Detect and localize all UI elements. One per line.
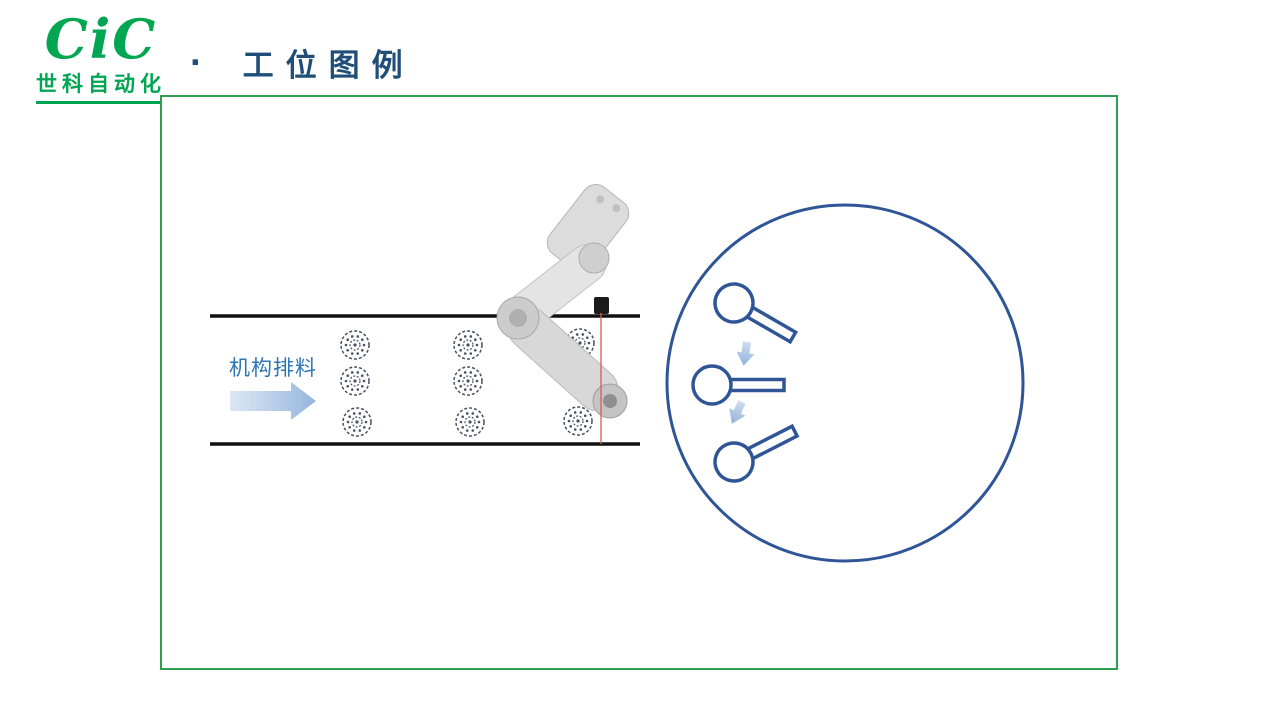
sensor-block-icon [594, 297, 609, 314]
key-part-icon [713, 423, 800, 483]
feed-label: 机构排料 [229, 357, 317, 380]
slide-header: · 工位图例 [190, 40, 415, 85]
logo-subtitle-text: 世科自动化 [36, 68, 166, 104]
logo-brand-text: CiC [44, 7, 158, 71]
workstation-diagram [210, 184, 1025, 563]
diagram-frame: 机构排料 [160, 95, 1118, 670]
company-logo: CiC 世科自动化 [26, 10, 176, 104]
conveyor-belt [210, 314, 640, 446]
key-part-icon [713, 282, 799, 345]
key-part-icon [691, 364, 786, 406]
page-title: 工位图例 [242, 48, 415, 83]
assembled-parts [691, 282, 800, 483]
rotary-table-circle [665, 203, 1025, 563]
title-bullet: · [190, 41, 203, 84]
robot-arm-icon [496, 184, 630, 444]
feed-arrow-icon [230, 382, 316, 420]
